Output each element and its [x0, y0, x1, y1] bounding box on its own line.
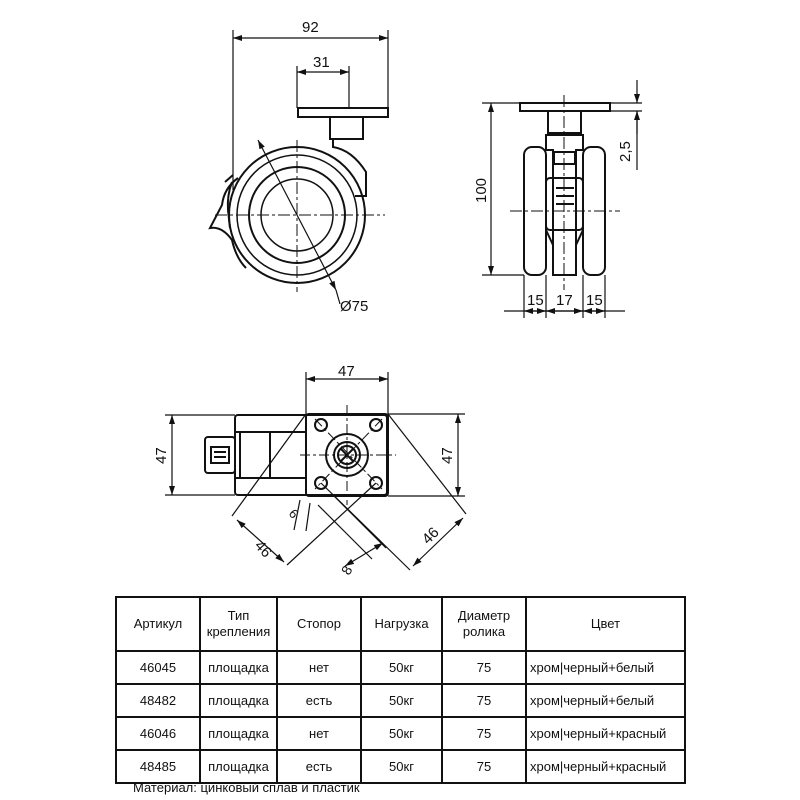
- dim-diag-left: 46: [251, 537, 275, 561]
- table-header-row: Артикул Тип крепления Стопор Нагрузка Ди…: [115, 596, 686, 652]
- table-row: 48482 площадка есть 50кг 75 хром|черный+…: [115, 683, 686, 718]
- header-mount-type: Тип крепления: [199, 596, 278, 652]
- cell-brake: есть: [276, 683, 362, 718]
- cell-wheel-diameter: 75: [441, 749, 527, 784]
- cell-brake: нет: [276, 716, 362, 751]
- dim-front-w2: 17: [556, 292, 573, 309]
- cell-color: хром|черный+белый: [525, 650, 686, 685]
- header-load: Нагрузка: [360, 596, 443, 652]
- cell-color: хром|черный+белый: [525, 683, 686, 718]
- front-view: [519, 102, 611, 276]
- dim-front-w3: 15: [586, 292, 603, 309]
- cell-mount-type: площадка: [199, 650, 278, 685]
- cell-brake: нет: [276, 650, 362, 685]
- cell-color: хром|черный+красный: [525, 716, 686, 751]
- cell-article: 46046: [115, 716, 201, 751]
- cell-mount-type: площадка: [199, 683, 278, 718]
- header-color: Цвет: [525, 596, 686, 652]
- dim-side-width: 92: [302, 19, 319, 36]
- top-dimensions: [165, 372, 467, 571]
- top-centerlines: [300, 405, 396, 505]
- dim-front-w1: 15: [527, 292, 544, 309]
- dim-side-offset: 31: [313, 54, 330, 71]
- cell-brake: есть: [276, 749, 362, 784]
- side-view: [208, 107, 389, 284]
- table-row: 46046 площадка нет 50кг 75 хром|черный+к…: [115, 716, 686, 751]
- header-brake: Стопор: [276, 596, 362, 652]
- dim-hole-dia: 6: [286, 506, 302, 521]
- cell-article: 48482: [115, 683, 201, 718]
- cell-article: 48485: [115, 749, 201, 784]
- dim-diag-right: 46: [419, 524, 443, 548]
- cell-mount-type: площадка: [199, 716, 278, 751]
- dim-height: 100: [473, 178, 490, 203]
- spec-table: Артикул Тип крепления Стопор Нагрузка Ди…: [115, 596, 686, 784]
- header-article: Артикул: [115, 596, 201, 652]
- dim-top-width: 47: [338, 363, 355, 380]
- side-dimensions: [232, 30, 389, 305]
- material-note: Материал: цинковый сплав и пластик: [133, 780, 360, 795]
- table-row: 48485 площадка есть 50кг 75 хром|черный+…: [115, 749, 686, 784]
- cell-wheel-diameter: 75: [441, 683, 527, 718]
- cell-load: 50кг: [360, 749, 443, 784]
- cell-wheel-diameter: 75: [441, 716, 527, 751]
- front-dimensions: [482, 80, 642, 318]
- header-wheel-diameter: Диаметр ролика: [441, 596, 527, 652]
- dim-top-height-left: 47: [153, 447, 170, 464]
- cell-mount-type: площадка: [199, 749, 278, 784]
- cell-color: хром|черный+красный: [525, 749, 686, 784]
- cell-load: 50кг: [360, 716, 443, 751]
- cell-wheel-diameter: 75: [441, 650, 527, 685]
- dim-top-height-right: 47: [439, 447, 456, 464]
- dim-plate-thickness: 2,5: [617, 141, 634, 162]
- cell-load: 50кг: [360, 683, 443, 718]
- front-centerlines: [510, 95, 620, 290]
- cell-article: 46045: [115, 650, 201, 685]
- dim-wheel-diameter: Ø75: [340, 298, 368, 315]
- cell-load: 50кг: [360, 650, 443, 685]
- table-row: 46045 площадка нет 50кг 75 хром|черный+б…: [115, 650, 686, 685]
